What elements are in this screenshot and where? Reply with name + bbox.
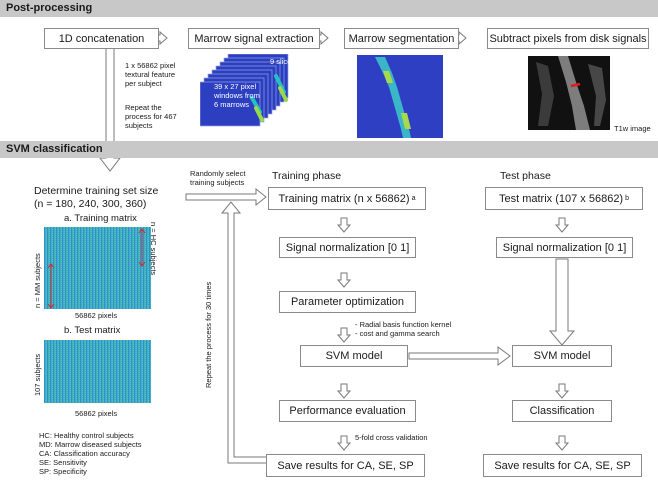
repeat-note-2: process for 467: [125, 112, 177, 121]
slices-label: 9 slices: [270, 57, 296, 66]
save-results-training-box: Save results for CA, SE, SP: [266, 454, 425, 477]
concat-box: 1D concatenation: [44, 28, 159, 49]
test-matrix-title: b. Test matrix: [64, 325, 121, 336]
param-note-2: - cost and gamma search: [355, 329, 440, 338]
test-matrix-heatmap: [44, 340, 151, 403]
training-phase-title: Training phase: [272, 170, 342, 182]
training-matrix-pixels: 56862 pixels: [75, 311, 118, 320]
arrow-train-3: [337, 327, 351, 343]
windows-label-2: windows from: [214, 91, 260, 100]
param-note-1: - Radial basis function kernel: [355, 320, 452, 329]
test-phase-title: Test phase: [500, 170, 551, 182]
legend-hc: HC: Healthy control subjects: [39, 431, 134, 440]
training-matrix-title: a. Training matrix: [64, 213, 137, 224]
test-normalization-box: Signal normalization [0 1]: [496, 237, 633, 258]
arrow-train-5: [337, 435, 351, 451]
t1w-label: T1w image: [614, 124, 651, 133]
random-select-1: Randomly select: [190, 169, 246, 178]
extract-box: Marrow signal extraction: [188, 28, 320, 49]
training-matrix-label: Training matrix (n x 56862): [278, 192, 410, 205]
segment-box: Marrow segmentation: [344, 28, 459, 49]
test-matrix-pixels: 56862 pixels: [75, 409, 118, 418]
arrow-test-2: [548, 258, 576, 346]
training-matrix-box: Training matrix (n x 56862)a: [268, 187, 426, 210]
training-matrix-heatmap: [44, 227, 151, 309]
legend-sp: SP: Specificity: [39, 467, 87, 476]
arrow-test-3: [555, 383, 569, 399]
determine-set-size: Determine training set size: [34, 185, 159, 197]
test-matrix-sup: b: [625, 195, 630, 202]
arrow-train-1: [337, 217, 351, 233]
parameter-optimization-box: Parameter optimization: [279, 291, 416, 313]
windows-label-1: 39 x 27 pixel: [214, 82, 257, 91]
set-size-values: (n = 180, 240, 300, 360): [34, 198, 147, 210]
hc-axis-label: n = HC subjects: [149, 222, 158, 276]
section-svm-classification: SVM classification: [0, 141, 658, 158]
feature-note-1: 1 x 56862 pixel: [125, 61, 176, 70]
training-matrix-sup: a: [411, 195, 416, 202]
cross-validation-note: 5-fold cross validation: [355, 433, 428, 442]
marrow-segmentation-image: [357, 55, 443, 138]
arrow-repeat-loop: [220, 201, 269, 464]
repeat-note-3: subjects: [125, 121, 153, 130]
arrow-train-4: [337, 383, 351, 399]
save-results-test-box: Save results for CA, SE, SP: [483, 454, 642, 477]
arrow-model-to-test-model: [408, 346, 511, 366]
test-matrix-label: Test matrix (107 x 56862): [498, 192, 624, 205]
random-select-2: training subjects: [190, 178, 245, 187]
arrow-train-2: [337, 272, 351, 288]
test-subjects-axis-label: 107 subjects: [33, 353, 42, 396]
arrow-to-training-matrix: [185, 187, 267, 207]
windows-label-3: 6 marrows: [214, 100, 250, 109]
mm-axis-label: n = MM subjects: [33, 253, 42, 308]
repeat-30-times: Repeat the process for 30 times: [204, 281, 213, 388]
legend-se: SE: Sensitivity: [39, 458, 87, 467]
classification-box: Classification: [512, 400, 612, 422]
arrow-test-1: [555, 217, 569, 233]
performance-evaluation-box: Performance evaluation: [279, 400, 416, 422]
legend-md: MD: Marrow diseased subjects: [39, 440, 142, 449]
arrow-test-4: [555, 435, 569, 451]
marrow-window-stack-image: [200, 54, 289, 127]
t1w-mri-image: [528, 56, 610, 130]
legend-ca: CA: Classification accuracy: [39, 449, 130, 458]
feature-note-3: per subject: [125, 79, 162, 88]
subtract-box: Subtract pixels from disk signals: [487, 28, 649, 49]
repeat-note-1: Repeat the: [125, 103, 162, 112]
svm-model-test-box: SVM model: [512, 345, 612, 367]
section-post-processing: Post-processing: [0, 0, 658, 17]
arrow-concat-to-training-size: [98, 47, 122, 172]
feature-note-2: textural feature: [125, 70, 176, 79]
training-normalization-box: Signal normalization [0 1]: [279, 237, 416, 258]
svm-model-training-box: SVM model: [300, 345, 408, 367]
test-matrix-box: Test matrix (107 x 56862)b: [485, 187, 643, 210]
